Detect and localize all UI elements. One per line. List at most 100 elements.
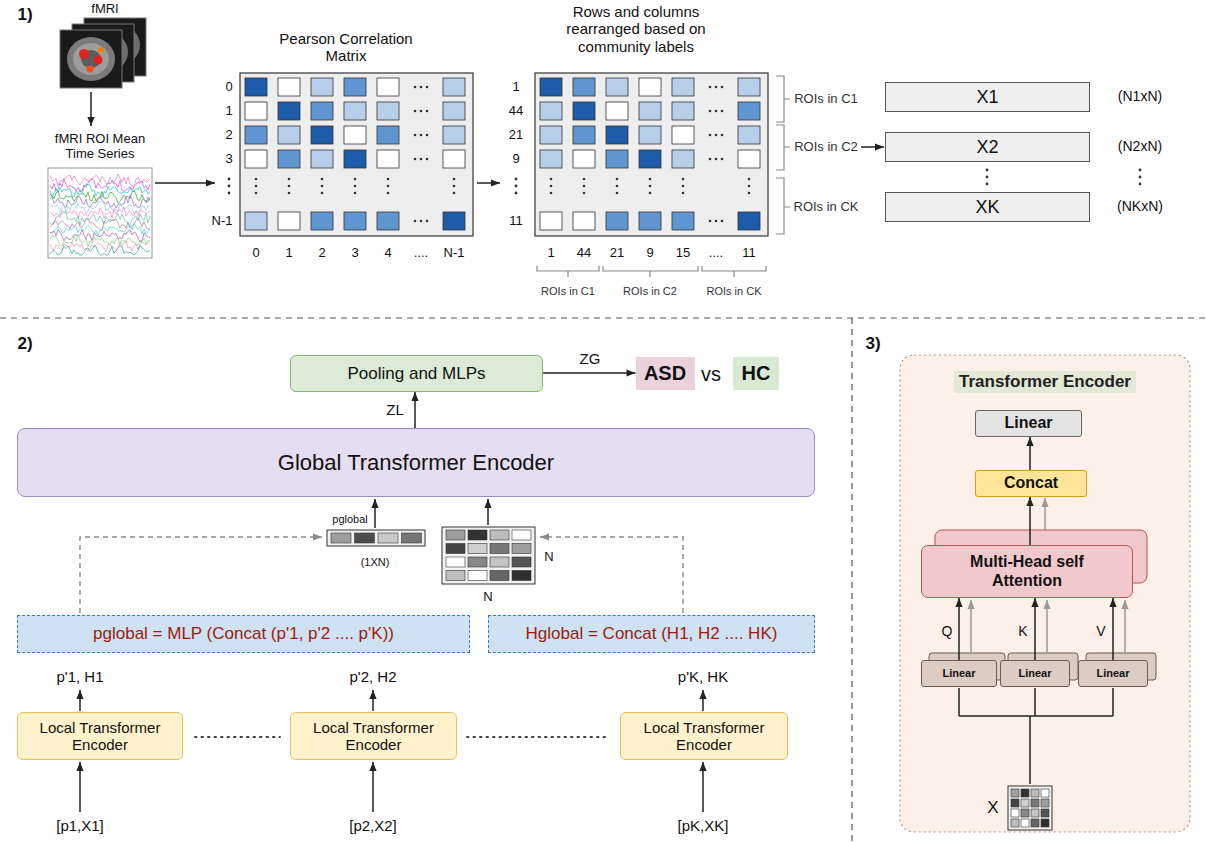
matrix-grid xyxy=(278,126,300,144)
community-label: ROIs in CK xyxy=(706,285,761,297)
matrix-grid xyxy=(550,185,553,188)
size-label: N xyxy=(544,550,553,564)
input-label: X xyxy=(987,799,998,818)
matrix-figure xyxy=(442,527,535,584)
community-bracket xyxy=(702,266,766,277)
column-index: 44 xyxy=(577,246,591,260)
dashed-arrow xyxy=(80,537,683,613)
pooling-box-text: Pooling and MLPs xyxy=(348,364,486,384)
gray-arrow xyxy=(970,600,972,653)
input-label: [p1,X1] xyxy=(56,818,104,835)
community-bracket xyxy=(776,125,790,170)
community-bracket xyxy=(603,266,698,277)
local-encoder: Local Transformer Encoder xyxy=(290,712,457,760)
class-label-text: HC xyxy=(742,362,771,385)
encoder-panel-text: Transformer Encoder xyxy=(954,371,1136,393)
matrix-grid xyxy=(672,78,694,96)
flow-connector xyxy=(155,182,215,184)
community-matrix-text: XK xyxy=(975,197,999,218)
row-index: 0 xyxy=(225,80,232,94)
row-index: 21 xyxy=(509,128,523,142)
concat-layer: Concat xyxy=(975,470,1087,497)
community-bracket xyxy=(537,76,790,277)
row-index: 44 xyxy=(509,104,523,118)
dashed-arrow xyxy=(80,537,322,613)
input-matrix xyxy=(1021,789,1029,797)
community-matrix-text: X1 xyxy=(976,87,998,108)
matrix-grid xyxy=(245,212,267,230)
matrix-grid xyxy=(240,73,473,236)
matrix-grid xyxy=(387,178,390,181)
input-matrix xyxy=(1011,809,1019,817)
ellipsis-dots xyxy=(986,176,989,179)
vector-figure xyxy=(355,533,375,543)
matrix-grid xyxy=(616,185,619,188)
attention-block: Multi-Head self Attention xyxy=(921,545,1133,598)
input-matrix xyxy=(1021,799,1029,807)
matrix-grid xyxy=(414,110,417,113)
matrix-grid xyxy=(649,185,652,188)
matrix-figure xyxy=(446,557,465,567)
local-encoder: Local Transformer Encoder xyxy=(620,712,788,760)
matrix-grid xyxy=(311,150,333,168)
dimension-label: (N1xN) xyxy=(1118,89,1162,104)
matrix-grid xyxy=(377,102,399,120)
matrix-grid xyxy=(255,178,258,181)
input-wire xyxy=(959,688,1113,784)
matrix-grid xyxy=(540,212,562,230)
matrix-grid xyxy=(344,102,366,120)
community-label: ROIs in C1 xyxy=(541,285,595,297)
matrix-grid xyxy=(583,178,586,181)
input-matrix xyxy=(1031,819,1039,827)
matrix-grid xyxy=(709,134,712,137)
community-label: ROIs in C2 xyxy=(623,285,677,297)
matrix-grid xyxy=(453,185,456,188)
matrix-grid xyxy=(426,110,429,113)
matrix-grid xyxy=(344,126,366,144)
community-bracket xyxy=(776,76,790,122)
matrix-figure xyxy=(442,527,535,584)
qkv-label: K xyxy=(1018,624,1027,639)
matrix-grid xyxy=(387,185,390,188)
matrix-grid xyxy=(453,178,456,181)
panel-number: 1) xyxy=(17,6,32,25)
matrix-grid xyxy=(255,185,258,188)
matrix-figure xyxy=(490,544,509,554)
matrix-grid xyxy=(377,150,399,168)
column-index: 11 xyxy=(742,246,756,260)
fmri-illustration xyxy=(98,47,104,53)
matrix-grid xyxy=(311,126,333,144)
ellipsis-dots xyxy=(228,178,231,181)
matrix-grid xyxy=(426,220,429,223)
matrix-grid xyxy=(377,126,399,144)
time-series-plot xyxy=(50,245,150,255)
matrix-grid xyxy=(738,126,760,144)
matrix-grid xyxy=(443,212,465,230)
flow-connector xyxy=(90,92,92,126)
matrix-grid xyxy=(748,178,751,181)
flow-arrow xyxy=(372,762,374,812)
flow-connector xyxy=(477,182,500,184)
input-matrix xyxy=(1008,786,1052,830)
matrix-grid xyxy=(672,126,694,144)
time-series-chart: fMRI ROI Mean Time Series xyxy=(45,126,155,262)
flow-arrow xyxy=(702,762,704,812)
column-index: N-1 xyxy=(444,246,465,260)
matrix-grid xyxy=(377,78,399,96)
ellipsis-dots xyxy=(986,183,989,186)
matrix-grid xyxy=(583,192,586,195)
linear-layer: Linear xyxy=(1000,660,1070,687)
output-label: p'2, H2 xyxy=(349,669,396,686)
row-index: 9 xyxy=(512,152,519,166)
panel-number: 3) xyxy=(865,335,880,354)
matrix-grid xyxy=(443,126,465,144)
matrix-grid xyxy=(721,134,724,137)
matrix-grid xyxy=(311,102,333,120)
linear-layer-text: Linear xyxy=(1004,414,1052,432)
dotted-separator xyxy=(467,736,610,738)
matrix-grid xyxy=(311,212,333,230)
matrix-grid xyxy=(738,78,760,96)
matrix-grid xyxy=(540,78,562,96)
matrix-grid xyxy=(245,150,267,168)
class-label: HC xyxy=(733,357,779,390)
